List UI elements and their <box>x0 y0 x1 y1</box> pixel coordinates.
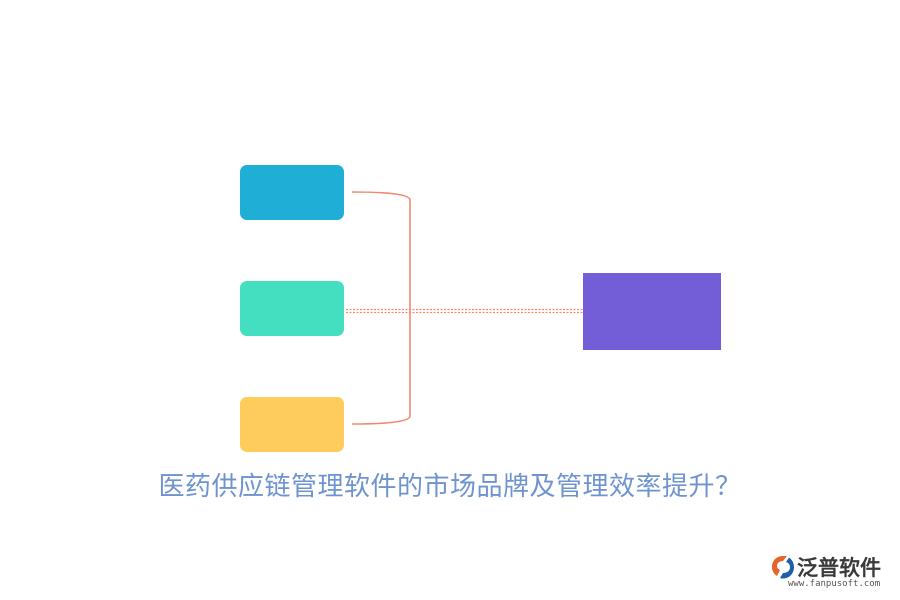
diagram-caption: 医药供应链管理软件的市场品牌及管理效率提升？ <box>158 472 742 502</box>
logo-url: www.fanpusoft.com <box>788 579 881 589</box>
diagram-node-green <box>240 281 344 336</box>
diagram-node-blue <box>240 165 344 220</box>
diagram-node-target <box>583 273 721 350</box>
logo-name: 泛普软件 <box>797 556 881 580</box>
bracket-connector <box>351 191 411 425</box>
diagram-node-yellow <box>240 397 344 452</box>
brand-logo: 泛普软件 www.fanpusoft.com <box>770 552 894 592</box>
fanpu-logo-icon <box>772 556 794 579</box>
